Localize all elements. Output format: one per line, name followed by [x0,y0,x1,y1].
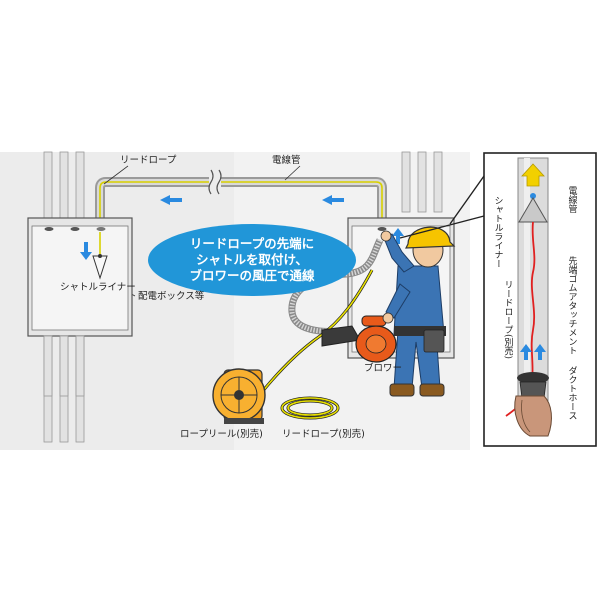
conduit-break-mark [208,169,222,195]
callout-line-2: シャトルを取付け、 [196,252,308,267]
inset-label-duct-hose: ダクトホース [566,366,577,420]
inset-label-conduit: 電線管 [566,186,577,213]
arrow-up-icon [392,228,404,244]
inset-label-rubber-attachment: 先端ゴムアタッチメント [566,256,577,355]
inset-label-lead-rope: リードロープ(別売) [502,280,513,360]
inset-panel [399,152,597,447]
callout-line-3: ブロワーの風圧で通線 [189,268,315,283]
arrow-down-icon [80,242,92,260]
worker-figure [380,226,456,397]
label-conduit: 電線管 [272,155,301,166]
rope-reel [212,368,266,424]
pipes-under-box [43,335,85,397]
label-blower: ブロワー [364,363,403,374]
blower-icon [321,315,397,363]
arrow-up-icon-inset-2 [534,344,546,360]
label-shuttle-liner: シャトルライナー [60,282,136,293]
conduit-pipe [95,177,387,235]
label-lead-rope: リードロープ [120,155,177,166]
callout-text: リードロープの先端に シャトルを取付け、 ブロワーの風圧で通線 [152,229,352,291]
arrow-up-yellow-icon [521,163,545,187]
label-distribution-box: 配電ボックス等 [138,291,205,302]
label-lead-rope-sold-separately: リードロープ(別売) [282,429,365,440]
inset-label-shuttle-liner: シャトルライナー [492,196,503,268]
callout-line-1: リードロープの先端に [189,236,315,251]
flow-arrows [160,195,344,205]
distribution-box-left [27,217,133,337]
callout-bubble [148,224,356,296]
lead-rope-coil-core [281,397,339,419]
arrow-up-icon-inset-1 [520,344,532,360]
shuttle-icon-left [92,254,108,280]
wall-pipes-right [401,151,443,213]
label-rope-reel: ロープリール(別売) [180,429,263,440]
